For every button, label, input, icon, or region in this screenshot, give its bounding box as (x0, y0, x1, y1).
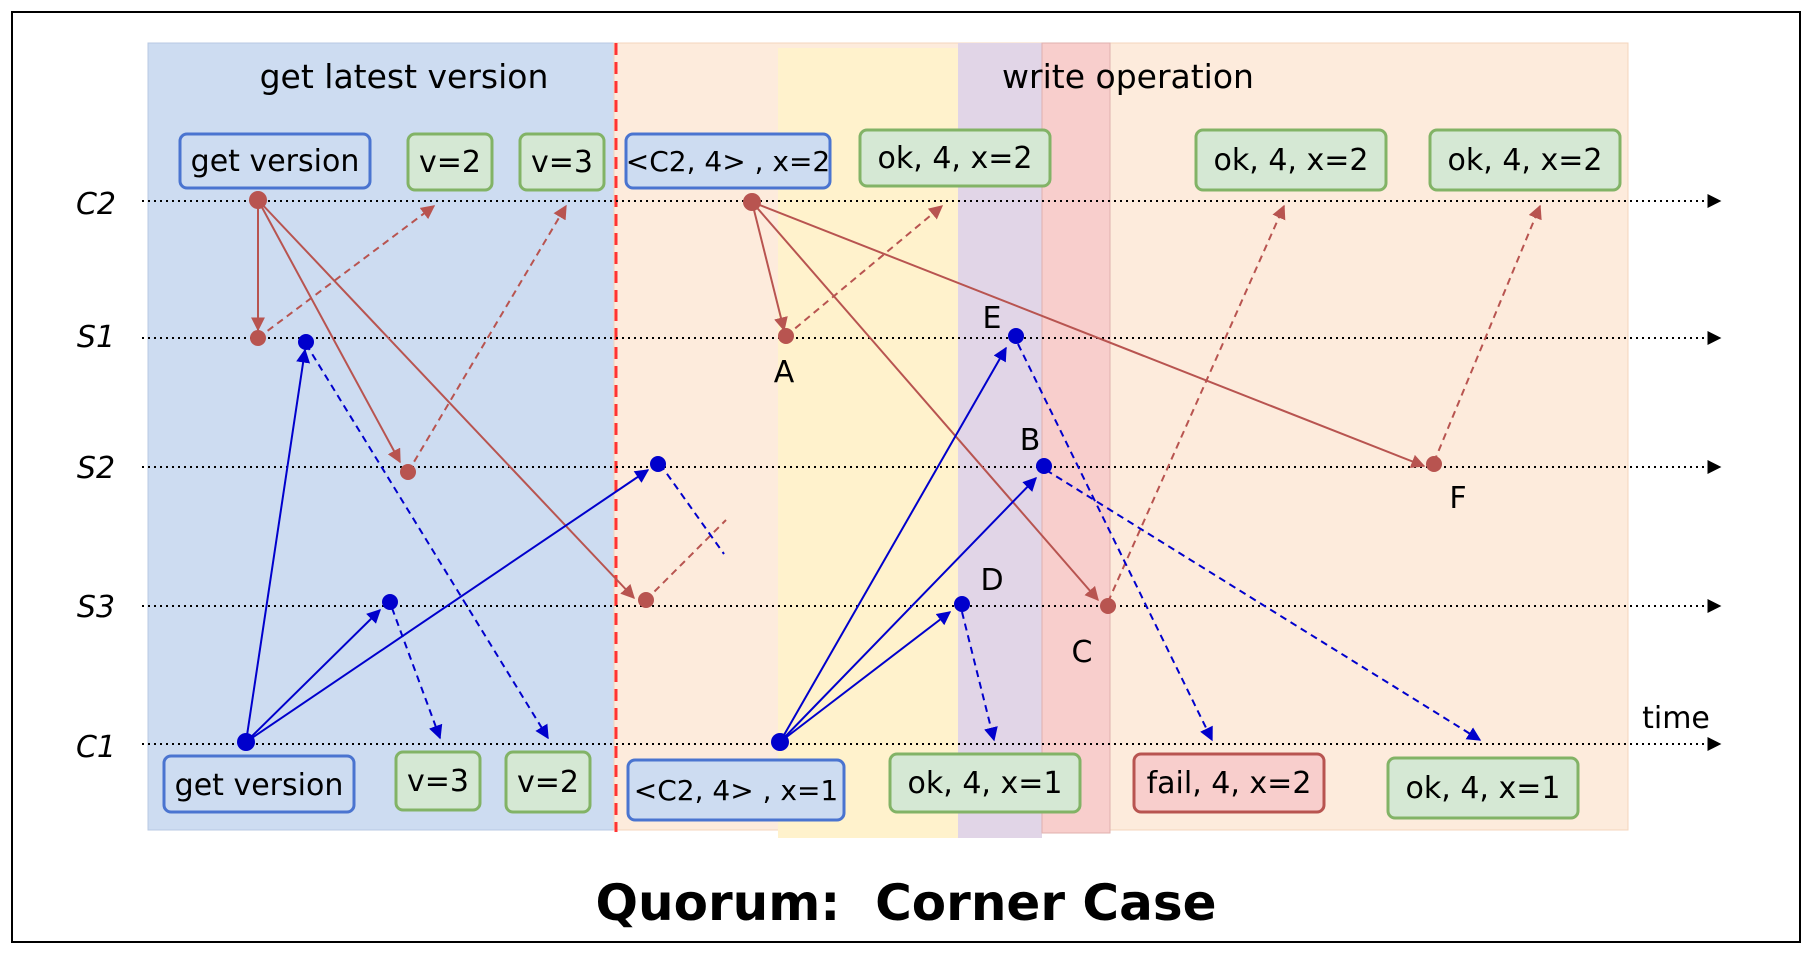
c2-write-to-s1 (751, 201, 788, 332)
dot-s3-blue-read (382, 594, 398, 610)
c2-read-reply-s2 (407, 204, 567, 473)
write-phase-heading: write operation (1002, 57, 1254, 96)
point-label-a: A (774, 355, 795, 390)
point-label-c: C (1072, 635, 1093, 670)
c2-read-reply-s3 (645, 519, 727, 601)
box-c1-ok-1-label: ok, 4, x=1 (908, 766, 1063, 801)
point-label-f: F (1449, 481, 1466, 516)
event-dots (237, 191, 1442, 751)
box-c1-ok-2-label: ok, 4, x=1 (1406, 771, 1561, 806)
c1-write-to-s2 (779, 476, 1037, 743)
box-c1-v2: v=2 (504, 750, 592, 814)
c2-write-reply-a (785, 205, 944, 337)
c2-read-reply-s1 (257, 205, 436, 339)
c2-write-reply-c (1107, 204, 1286, 603)
lane-label-s1: S1 (77, 320, 115, 355)
c1-write-to-s1 (779, 346, 1007, 743)
box-c2-write-request: <C2, 4> , x=2 (624, 132, 832, 190)
box-c1-fail: fail, 4, x=2 (1132, 752, 1326, 814)
box-c2-v2-label: v=2 (419, 145, 481, 180)
dot-s1-red-read (250, 330, 266, 346)
box-c2-ok-2-label: ok, 4, x=2 (1214, 143, 1369, 178)
point-label-d: D (980, 563, 1003, 598)
box-c1-ok-1: ok, 4, x=1 (888, 752, 1082, 814)
dot-point-f (1426, 456, 1442, 472)
box-c1-v3-label: v=3 (407, 764, 469, 799)
box-c2-ok-1-label: ok, 4, x=2 (878, 141, 1033, 176)
c1-read-reply-s2 (659, 463, 725, 555)
point-label-b: B (1020, 423, 1041, 458)
dot-point-e (1008, 328, 1024, 344)
c1-read-to-s2 (245, 469, 650, 743)
box-c2-write-request-label: <C2, 4> , x=2 (626, 145, 830, 178)
box-c1-fail-label: fail, 4, x=2 (1147, 766, 1312, 801)
box-c2-v3: v=3 (518, 132, 606, 192)
dot-point-b (1036, 458, 1052, 474)
c1-messages (245, 343, 1482, 743)
box-c2-ok-3-label: ok, 4, x=2 (1448, 143, 1603, 178)
lane-label-c2: C2 (76, 187, 116, 222)
dot-s3-red-read (638, 592, 654, 608)
box-c2-v3-label: v=3 (531, 145, 593, 180)
dot-s1-blue-read (298, 334, 314, 350)
lane-label-s3: S3 (77, 590, 115, 625)
time-axis-label: time (1642, 701, 1710, 736)
box-c1-get-version: get version (162, 754, 356, 814)
c2-read-to-s2 (257, 199, 401, 464)
c2-messages (251, 199, 1542, 603)
c2-write-to-s3 (751, 201, 1099, 602)
c2-read-to-s3 (257, 199, 635, 600)
box-c1-v3: v=3 (394, 750, 482, 812)
box-c1-v2-label: v=2 (517, 765, 579, 800)
point-label-e: E (983, 301, 1002, 336)
dot-s2-red-read (400, 464, 416, 480)
box-c2-get-version: get version (178, 132, 372, 190)
box-c2-get-version-label: get version (191, 144, 360, 179)
c1-read-reply-s1 (305, 343, 549, 740)
box-c1-ok-2: ok, 4, x=1 (1386, 756, 1580, 820)
dot-point-c (1100, 598, 1116, 614)
c2-write-to-s2 (751, 201, 1426, 468)
box-c2-ok-3: ok, 4, x=2 (1428, 128, 1622, 192)
dot-c1-write-send (771, 733, 789, 751)
box-c2-v2: v=2 (406, 132, 494, 192)
c1-write-reply-d (961, 611, 998, 742)
dot-c1-read-send (237, 733, 255, 751)
dot-point-a (778, 328, 794, 344)
dot-point-d (954, 596, 970, 612)
dot-c2-write-send (743, 193, 761, 211)
c1-write-to-s3 (779, 611, 952, 743)
red-band (1041, 42, 1111, 834)
diagram-title: Quorum: Corner Case (596, 874, 1217, 932)
timelines (142, 194, 1722, 751)
dot-s2-blue-read (650, 456, 666, 472)
lane-label-c1: C1 (76, 730, 116, 765)
c2-write-reply-f (1433, 204, 1542, 463)
box-c1-write-request-label: <C2, 4> , x=1 (634, 774, 838, 807)
box-c1-get-version-label: get version (175, 768, 344, 803)
dot-c2-read-send (249, 191, 267, 209)
c1-write-reply-e (1017, 343, 1213, 742)
box-c2-ok-2: ok, 4, x=2 (1194, 128, 1388, 192)
box-c2-ok-1: ok, 4, x=2 (858, 128, 1052, 188)
lane-label-s2: S2 (77, 451, 115, 486)
c1-read-to-s1 (245, 348, 311, 743)
c1-write-reply-b (1045, 469, 1482, 741)
box-c1-write-request: <C2, 4> , x=1 (626, 758, 846, 822)
c1-read-to-s3 (245, 609, 381, 743)
read-phase-heading: get latest version (260, 57, 549, 96)
